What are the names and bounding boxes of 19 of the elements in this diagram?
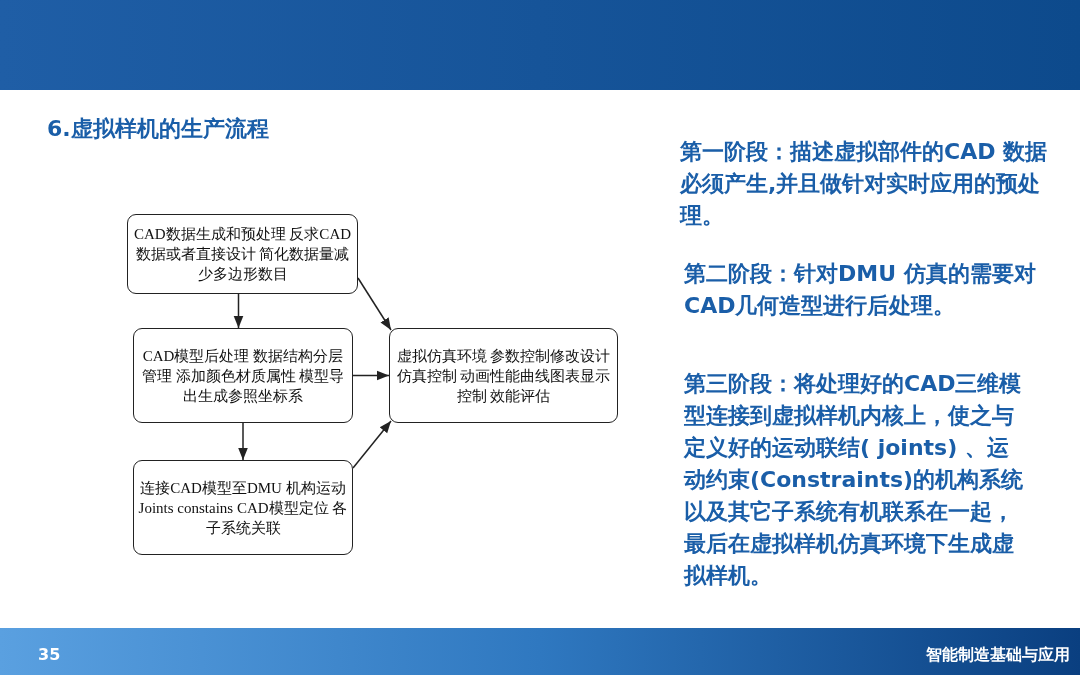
arrow [352, 370, 390, 381]
slide-title: 6.虚拟样机的生产流程 [47, 115, 269, 143]
process-box [127, 214, 358, 294]
box-text: 连接CAD模型至DMU 机构运动Joints constains CAD模型定位 各子系统关联 [138, 478, 348, 538]
stage-description: 第一阶段：描述虚拟部件的CAD 数据必须产生,并且做针对实时应用的预处理。 [680, 138, 1049, 230]
box-text: CAD模型后处理 数据结构分层管理 添加颜色材质属性 模型导出生成参照坐标系 [140, 346, 346, 406]
stage-description: 第三阶段：将处理好的CAD三维模型连接到虚拟样机内核上，使之与定义好的运动联结( joints) 、运动约束(Constraints)的机构系统以及其它子系统有机联系在一起，最后在虚拟样机仿真环境下生成虚拟样机。 [684, 370, 1024, 590]
box-text: 虚拟仿真环境 参数控制修改设计仿真控制 动画性能曲线图表显示控制 效能评估 [395, 346, 612, 406]
arrow [357, 277, 392, 331]
arrow [352, 420, 392, 469]
page-number: 35 [38, 644, 62, 666]
process-box [133, 328, 353, 423]
stage-description: 第二阶段：针对DMU 仿真的需要对CAD几何造型进行后处理。 [684, 260, 1037, 320]
process-box [133, 460, 353, 555]
arrow [238, 422, 248, 461]
arrow [233, 293, 244, 329]
box-text: CAD数据生成和预处理 反求CAD数据或者直接设计 简化数据量减少多边形数目 [132, 225, 353, 284]
footer-text: 智能制造基础与应用 [925, 644, 1070, 666]
process-box [389, 328, 618, 423]
